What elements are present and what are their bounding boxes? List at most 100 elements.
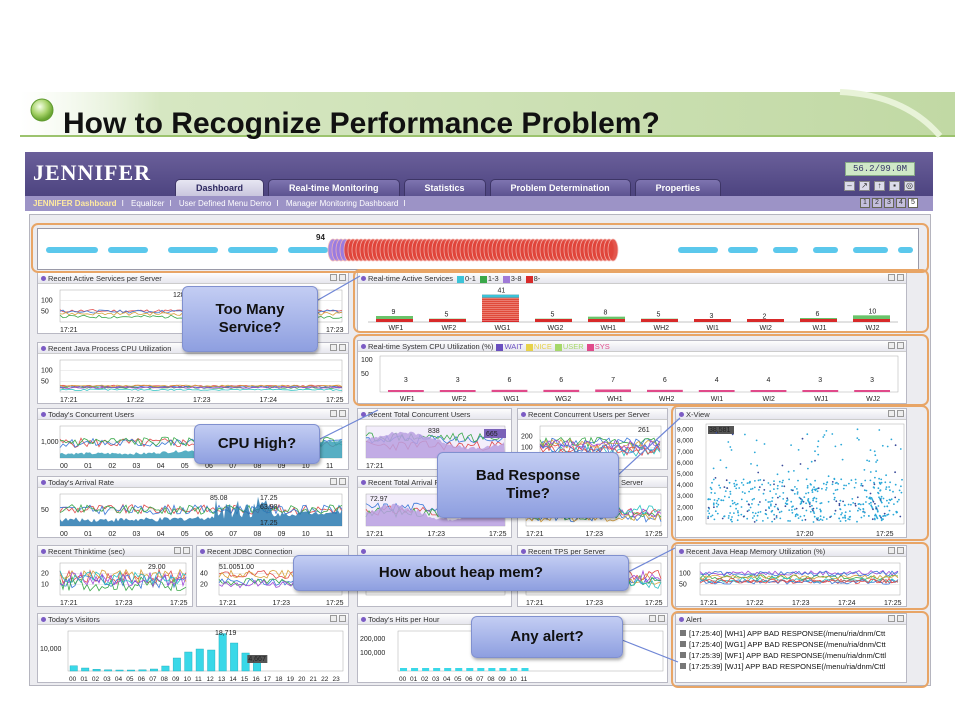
x-tick-label: WI2 [760, 325, 773, 332]
panel-config-icon[interactable] [888, 410, 895, 417]
scatter-point [713, 499, 716, 501]
panel-config-icon[interactable] [649, 615, 656, 622]
panel-close-icon[interactable] [339, 344, 346, 351]
scatter-point [847, 503, 850, 506]
series-line [59, 575, 187, 592]
panel-close-icon[interactable] [897, 410, 904, 417]
last-value-box [484, 429, 506, 438]
scatter-point [849, 510, 851, 512]
scatter-point [821, 487, 823, 490]
scatter-point [753, 451, 756, 454]
page-button-4[interactable]: 4 [896, 198, 906, 208]
scatter-point [889, 489, 891, 492]
panel-close-icon[interactable] [339, 274, 346, 281]
panel-close-icon[interactable] [339, 410, 346, 417]
panel-config-icon[interactable] [888, 274, 895, 281]
page-button-2[interactable]: 2 [872, 198, 882, 208]
series-line [59, 573, 187, 590]
panel-close-icon[interactable] [897, 547, 904, 554]
bar [499, 668, 507, 671]
scatter-point [746, 482, 749, 484]
panel-config-icon[interactable] [888, 615, 895, 622]
scatter-point [844, 511, 847, 514]
panel-config-icon[interactable] [888, 547, 895, 554]
page-button-3[interactable]: 3 [884, 198, 894, 208]
tab-realtime-monitoring[interactable]: Real-time Monitoring [268, 179, 400, 196]
scatter-point [858, 507, 860, 510]
bar-value-label: 6 [559, 377, 563, 384]
alert-item[interactable]: [17:25:40] [WH1] APP BAD RESPONSE(/menu/… [680, 628, 906, 639]
x-tick-label: 08 [161, 676, 169, 683]
panel-close-icon[interactable] [183, 547, 190, 554]
alert-item[interactable]: [17:25:39] [WF1] APP BAD RESPONSE(/menu/… [680, 650, 906, 661]
bar-value-label: 6 [508, 377, 512, 384]
scatter-point [832, 492, 835, 495]
panel-config-icon[interactable] [888, 342, 895, 349]
scatter-point [872, 500, 875, 503]
scatter-point [841, 512, 843, 514]
export-icon[interactable]: ↗ [859, 181, 870, 191]
bar-value-label: 6 [816, 311, 820, 318]
y-tick-label: 3,000 [677, 493, 694, 500]
scatter-point [710, 491, 713, 494]
panel-config-icon[interactable] [330, 410, 337, 417]
upload-icon[interactable]: ↑ [874, 181, 885, 191]
y-tick-label: 9,000 [677, 427, 694, 434]
submenu-item-equalizer[interactable]: Equalizer [131, 199, 165, 208]
x-tick-label: 20 [298, 676, 306, 683]
y-tick-label: 100 [521, 444, 533, 451]
print-icon[interactable]: ▪ [889, 181, 900, 191]
scatter-point [791, 509, 793, 511]
x-tick-label: 17:21 [60, 397, 78, 404]
scatter-point [874, 502, 876, 505]
alert-item[interactable]: [17:25:39] [WJ1] APP BAD RESPONSE(/menu/… [680, 661, 906, 672]
x-tick-label: 02 [92, 676, 100, 683]
scatter-point [757, 479, 760, 482]
panel-config-icon[interactable] [330, 478, 337, 485]
scatter-point [808, 503, 811, 505]
panel-close-icon[interactable] [658, 615, 665, 622]
scatter-point [787, 470, 790, 473]
scatter-point [869, 496, 871, 499]
panel-config-icon[interactable] [330, 274, 337, 281]
tab-dashboard[interactable]: Dashboard [175, 179, 265, 196]
tab-statistics[interactable]: Statistics [403, 179, 486, 196]
scatter-point [880, 495, 883, 498]
scatter-point [876, 510, 879, 512]
scatter-point [778, 495, 781, 498]
settings-icon[interactable]: ◎ [904, 181, 915, 191]
tab-problem-determination[interactable]: Problem Determination [489, 179, 631, 196]
xview-scatter-chart[interactable]: 9,0008,0007,0006,0005,0004,0003,0002,000… [676, 420, 907, 538]
scatter-point [732, 502, 734, 505]
alert-item[interactable]: [17:25:40] [WG1] APP BAD RESPONSE(/menu/… [680, 639, 906, 650]
scatter-point [805, 492, 807, 495]
scatter-point [797, 449, 800, 451]
panel-close-icon[interactable] [339, 478, 346, 485]
page-button-5[interactable]: 5 [908, 198, 918, 208]
panel-close-icon[interactable] [897, 615, 904, 622]
panel-close-icon[interactable] [897, 274, 904, 281]
panel-close-icon[interactable] [897, 342, 904, 349]
scatter-point [822, 482, 825, 485]
scatter-point [757, 511, 760, 514]
page-button-1[interactable]: 1 [860, 198, 870, 208]
submenu-item-manager-monitoring-dashboard[interactable]: Manager Monitoring Dashboard [285, 199, 399, 208]
scatter-point [775, 516, 778, 519]
minimize-icon[interactable]: – [844, 181, 855, 191]
panel-config-icon[interactable] [330, 344, 337, 351]
submenu-item-jennifer-dashboard[interactable]: JENNIFER Dashboard [33, 199, 117, 208]
bar [647, 389, 683, 392]
scatter-point [815, 500, 818, 503]
scatter-point [773, 518, 776, 520]
x-tick-label: 17:25 [645, 531, 663, 538]
panel-config-icon[interactable] [330, 615, 337, 622]
submenu-item-user-defined-menu-demo[interactable]: User Defined Menu Demo [178, 199, 272, 208]
x-tick-label: 17:24 [260, 397, 278, 404]
scatter-point [868, 460, 871, 462]
scatter-point [712, 502, 715, 505]
panel-config-icon[interactable] [174, 547, 181, 554]
panel-close-icon[interactable] [339, 615, 346, 622]
tab-properties[interactable]: Properties [634, 179, 722, 196]
